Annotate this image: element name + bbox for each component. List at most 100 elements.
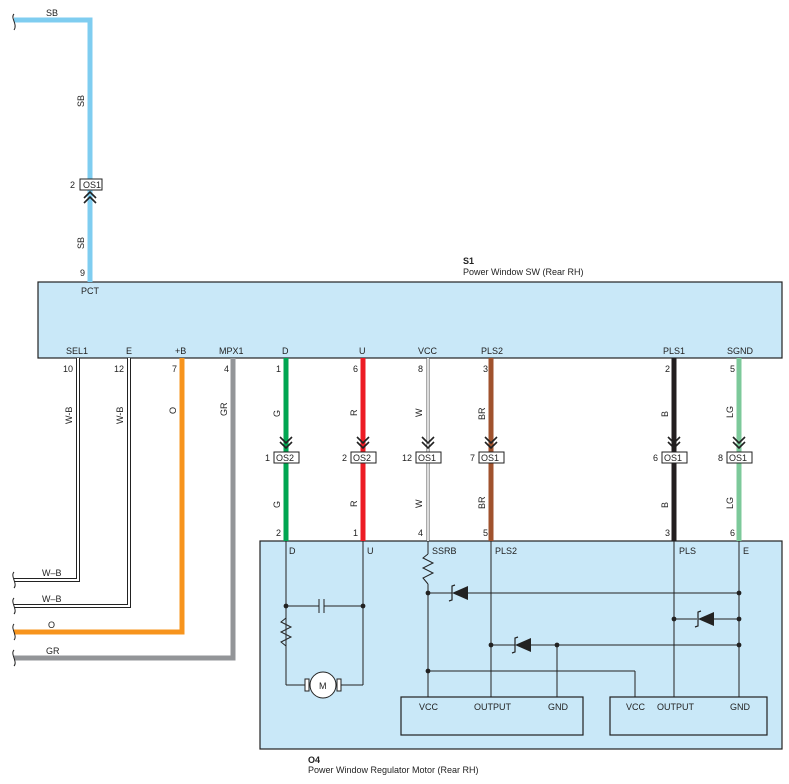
o4-pin-number-5: 5 [483,528,488,538]
connector-name-5: OS1 [664,453,682,463]
o4-pin-pls2: PLS2 [495,546,517,556]
wire-code-r-lower: R [349,500,359,507]
s1-component-box [37,281,783,359]
wire-code-gr: GR [219,402,229,416]
o4-pin-number-3: 3 [665,528,670,538]
connector-boxes [273,451,753,464]
wire-gr [14,358,236,661]
wire-code-lg-lower: LG [725,497,735,509]
top-connector [79,178,103,204]
s1-pin-u: U [359,346,366,356]
ic-right-gnd: GND [730,702,751,712]
connector-name-2: OS2 [353,453,371,463]
connector-pin-5: 6 [653,453,658,463]
ic-left-vcc: VCC [419,702,439,712]
left-wire-label-2: W–B [42,594,62,604]
connector-name-1: OS2 [276,453,294,463]
s1-pin-number-6: 6 [353,364,358,374]
wire-code-r-upper: R [349,409,359,416]
zener-diode-2-icon [694,610,714,628]
resistor-d-branch [279,617,293,647]
junction-dots [283,590,742,674]
s1-pin-pls2: PLS2 [481,346,503,356]
s1-pin-vcc: VCC [418,346,438,356]
s1-pin-d: D [282,346,289,356]
s1-pin-number-4: 4 [224,364,229,374]
zener-diode-1-icon [448,584,468,602]
s1-pin-b: +B [175,346,186,356]
connector-pin-3: 12 [402,453,412,463]
s1-pin-number-3: 3 [483,364,488,374]
top-connector-pin: 2 [70,180,75,190]
wire-code-b-upper: B [660,411,670,417]
top-wire-label-2: SB [76,95,86,107]
zener-diode-3-icon [511,636,531,654]
top-wire-label-1: SB [46,8,58,18]
o4-pin-number-2: 2 [276,528,281,538]
motor-label: M [319,681,327,691]
top-connector-name: OS1 [83,180,101,190]
o4-pin-pls: PLS [679,546,696,556]
wire-code-w-upper: W [414,408,424,417]
wire-code-w-lower: W [414,499,424,508]
s1-top-pin-label: PCT [81,286,100,296]
s1-pin-sel1: SEL1 [66,346,88,356]
s1-top-pin-number: 9 [80,268,85,278]
wire-code-b-lower: B [660,502,670,508]
connector-name-3: OS1 [418,453,436,463]
wire-code-o: O [168,407,178,414]
left-wire-label-3: O [48,620,55,630]
wire-code-wb-1: W-B [64,407,74,424]
connector-chevrons [279,436,746,450]
left-break-marks [12,571,16,667]
wire-code-lg-upper: LG [725,406,735,418]
connector-pin-4: 7 [470,453,475,463]
s1-pin-sgnd: SGND [727,346,754,356]
connector-name-4: OS1 [481,453,499,463]
s1-pin-mpx1: MPX1 [219,346,244,356]
connector-pin-2: 2 [342,453,347,463]
ic-block-right [609,696,768,736]
wire-code-br-upper: BR [477,407,487,420]
o4-pin-number-1: 1 [353,528,358,538]
connector-pin-6: 8 [718,453,723,463]
s1-name: Power Window SW (Rear RH) [463,267,584,277]
wire-code-br-lower: BR [477,496,487,509]
wire-code-g-upper: G [272,410,282,417]
ic-right-vcc: VCC [626,702,646,712]
wire-code-wb-2: W-B [115,407,125,424]
o4-pin-number-6: 6 [730,528,735,538]
left-wire-label-1: W–B [42,568,62,578]
o4-code: O4 [308,755,320,765]
o4-pin-d: D [289,546,296,556]
top-wire-sb [12,13,93,282]
o4-pin-e: E [743,546,749,556]
resistor-ssrb [421,553,435,585]
wire-code-g-lower: G [272,501,282,508]
o4-name: Power Window Regulator Motor (Rear RH) [308,765,479,775]
motor-icon [304,671,342,699]
s1-code: S1 [463,256,474,266]
top-wire-label-3: SB [76,237,86,249]
o4-internal-circuit [285,541,740,697]
connector-pin-1: 1 [265,453,270,463]
connector-name-6: OS1 [729,453,747,463]
left-wire-label-4: GR [46,646,60,656]
s1-pin-number-5: 5 [730,364,735,374]
s1-pin-number-10: 10 [63,364,73,374]
s1-pin-e: E [126,346,132,356]
wire-wb-e [14,358,131,608]
wire-o [14,358,185,635]
ic-left-gnd: GND [548,702,569,712]
s1-pin-number-8: 8 [418,364,423,374]
o4-pin-u: U [367,546,374,556]
s1-pin-number-2: 2 [665,364,670,374]
ic-left-output: OUTPUT [474,702,512,712]
s1-pin-number-7: 7 [172,364,177,374]
s1-pin-number-12: 12 [114,364,124,374]
ic-block-left [400,696,584,736]
o4-pin-number-4: 4 [418,528,423,538]
ic-right-output: OUTPUT [657,702,695,712]
o4-pin-ssrb: SSRB [432,546,457,556]
